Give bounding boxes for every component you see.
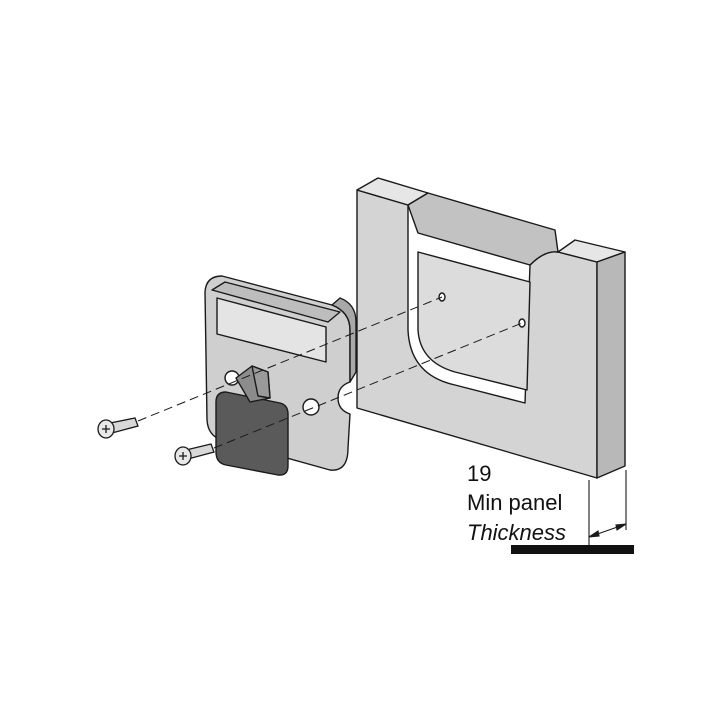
dimension-label-line1: Min panel: [467, 490, 563, 515]
latch-plate: [204, 275, 357, 476]
screw-lower-cross-icon: [179, 452, 187, 460]
panel-hole-lower: [518, 318, 526, 328]
alignment-lines: [137, 296, 523, 449]
alignment-line-upper: [137, 296, 443, 422]
latch-knob: [215, 391, 289, 476]
dimension-value: 19: [467, 461, 492, 486]
panel-block: [356, 177, 626, 479]
plate-edge: [331, 297, 357, 383]
thickness-dimension: [588, 470, 627, 545]
plate-hole-right: [302, 398, 320, 416]
dimension-arrow-right: [615, 523, 627, 531]
screw-upper-cross-icon: [102, 425, 110, 433]
recess-back-wall: [417, 251, 531, 391]
screw-upper: [97, 417, 139, 439]
panel-side-face: [596, 251, 626, 479]
handle-lip: [211, 281, 341, 323]
dimension-label-line2: Thickness: [467, 520, 567, 545]
dimension-arrow-left: [588, 530, 600, 538]
screw-lower: [174, 443, 215, 466]
watermark-bar: [511, 545, 634, 554]
recess-inner-wall: [407, 192, 559, 266]
handle-window: [216, 297, 327, 363]
